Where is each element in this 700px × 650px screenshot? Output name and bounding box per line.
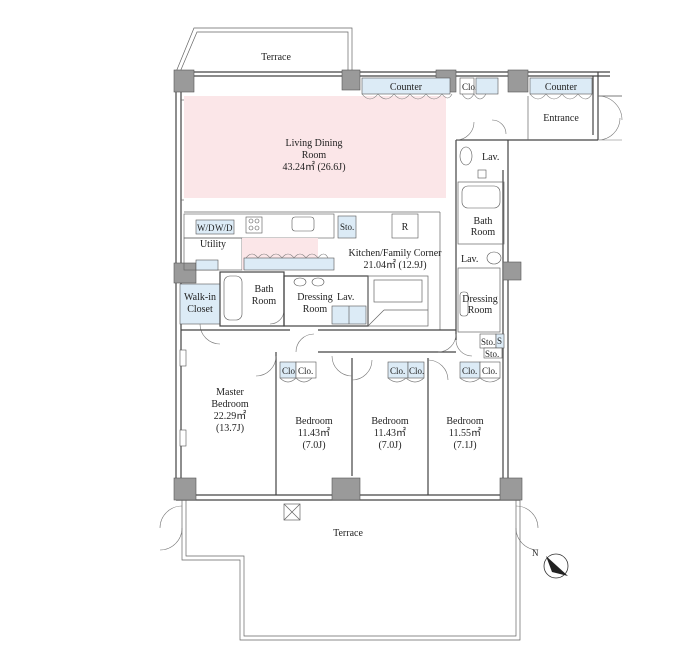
- bath-right-label-2: Room: [471, 227, 496, 238]
- terrace-bottom-label: Terrace: [333, 528, 363, 539]
- sto-r1-label: Sto.: [481, 337, 495, 347]
- kitchen-counter: W/D W/D Sto. R: [183, 211, 441, 330]
- lav-top-label: Lav.: [482, 152, 499, 163]
- living-label-2: Room: [302, 150, 327, 161]
- clo-b2a-label: Clo.: [390, 366, 405, 376]
- master-label-2: Bedroom: [211, 399, 248, 410]
- master-bedroom: Master Bedroom 22.29㎡ (13.7J): [179, 329, 290, 495]
- outer-walls: [175, 71, 610, 501]
- column: [502, 261, 522, 281]
- clo-b1b-label: Clo.: [298, 366, 313, 376]
- master-label-4: (13.7J): [216, 423, 244, 434]
- hallway: [295, 329, 473, 357]
- north-arrow: N: [532, 548, 569, 579]
- bed3-label-1: Bedroom: [446, 416, 483, 427]
- clo-top-label: Clo.: [462, 82, 477, 92]
- walk-in-closet: Walk-in Closet: [179, 283, 221, 345]
- clo-b3a-label: Clo.: [462, 366, 477, 376]
- bed3-label-3: (7.1J): [453, 440, 476, 451]
- lav-mid-label: Lav.: [337, 292, 354, 303]
- living-label-3: 43.24㎡ (26.6J): [282, 161, 345, 173]
- dressing-mid-label-1: Dressing: [297, 292, 333, 303]
- master-label-3: 22.29㎡: [214, 410, 247, 422]
- dressing-mid-label-2: Room: [303, 304, 328, 315]
- sto-r2-label: Sto.: [485, 349, 499, 359]
- master-label-1: Master: [216, 387, 244, 398]
- clo-b3b-label: Clo.: [482, 366, 497, 376]
- dressing-right-label-2: Room: [468, 305, 493, 316]
- counters: Counter Counter Clo.: [361, 77, 593, 95]
- bedroom-3: Clo. Clo. Bedroom 11.55㎡ (7.1J): [427, 359, 501, 451]
- bath-room-mid: Bath Room: [219, 271, 285, 327]
- terrace-bottom: Terrace: [159, 500, 539, 641]
- bedroom-1: Clo. Clo. Bedroom 11.43㎡ (7.0J): [279, 355, 353, 476]
- living-label-1: Living Dining: [286, 138, 343, 149]
- bedroom-2: Clo. Clo. Bedroom 11.43㎡ (7.0J): [351, 358, 429, 495]
- counter-right-label: Counter: [545, 82, 578, 93]
- column: [507, 69, 529, 93]
- wd-label: W/D: [197, 223, 215, 233]
- bed1-label-3: (7.0J): [302, 440, 325, 451]
- walkin-label-2: Closet: [187, 304, 213, 315]
- column: [173, 477, 197, 501]
- bath-mid-label-1: Bath: [255, 284, 274, 295]
- counter-left-label: Counter: [390, 82, 423, 93]
- entrance-label: Entrance: [543, 113, 579, 124]
- toilet-room: Lav.: [455, 119, 509, 340]
- column: [341, 69, 361, 91]
- bed2-label-2: 11.43㎡: [374, 427, 406, 439]
- column: [173, 69, 195, 93]
- dressing-room-right: Dressing Room Sto. S Sto.: [457, 267, 505, 359]
- column: [331, 477, 361, 501]
- bed1-label-1: Bedroom: [295, 416, 332, 427]
- clo-b2b-label: Clo.: [409, 366, 424, 376]
- bed2-label-3: (7.0J): [378, 440, 401, 451]
- column: [173, 262, 197, 284]
- entrance-area: Entrance: [527, 95, 623, 141]
- bath-room-right: Bath Room Lav.: [457, 181, 505, 265]
- column: [499, 477, 523, 501]
- bed2-label-1: Bedroom: [371, 416, 408, 427]
- dressing-room-mid: Dressing Room Lav.: [283, 275, 369, 327]
- utility-label: Utility: [200, 239, 226, 250]
- s-r-label: S: [497, 336, 502, 346]
- wash-counter: [242, 238, 335, 271]
- bath-mid-label-2: Room: [252, 296, 277, 307]
- bath-right-label-1: Bath: [474, 216, 493, 227]
- terrace-top-label: Terrace: [261, 52, 291, 63]
- bed3-label-2: 11.55㎡: [449, 427, 481, 439]
- r-label: R: [402, 222, 409, 233]
- dressing-right-label-1: Dressing: [462, 294, 498, 305]
- bed1-label-2: 11.43㎡: [298, 427, 330, 439]
- kitchen-label-1: Kitchen/Family Corner: [348, 248, 442, 259]
- sto-kitchen-label: Sto.: [340, 222, 354, 232]
- clo-b1a-label: Clo.: [282, 366, 297, 376]
- kitchen-label-2: 21.04㎡ (12.9J): [363, 259, 426, 271]
- wd2-label: W/D: [215, 223, 233, 233]
- living-floor: [184, 96, 446, 198]
- north-label: N: [532, 548, 539, 558]
- top-doors: [361, 93, 593, 100]
- lav-right-label: Lav.: [461, 254, 478, 265]
- kitchen-box: [367, 275, 429, 327]
- walkin-label-1: Walk-in: [184, 292, 216, 303]
- terrace-top: Terrace: [175, 27, 353, 73]
